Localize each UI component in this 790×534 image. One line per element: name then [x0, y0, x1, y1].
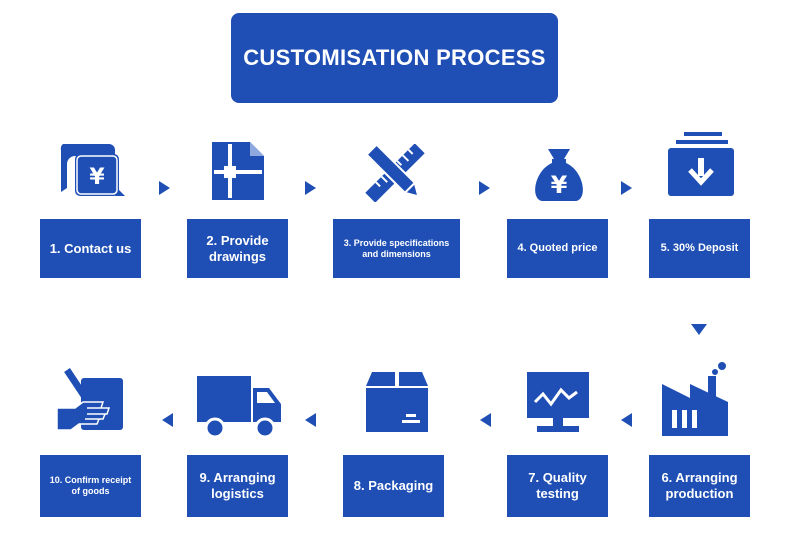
step-7-box: 7. Quality testing — [507, 455, 608, 517]
step-8-box: 8. Packaging — [343, 455, 444, 517]
flow-arrow — [479, 181, 490, 195]
step-9-box: 9. Arranging logistics — [187, 455, 288, 517]
step-4-box: 4. Quoted price — [507, 219, 608, 278]
drawing-document-icon — [212, 142, 264, 200]
step-5-box: 5. 30% Deposit — [649, 219, 750, 278]
step-3-box: 3. Provide specifications and dimensions — [333, 219, 460, 278]
step-label: 6. Arranging production — [661, 470, 738, 501]
step-1-box: 1. Contact us — [40, 219, 141, 278]
flow-arrow-down — [691, 324, 707, 335]
flow-arrow — [305, 413, 316, 427]
step-label: 2. Provide drawings — [206, 232, 269, 264]
step-label: 1. Contact us — [49, 240, 132, 256]
flow-arrow — [159, 181, 170, 195]
page-title: CUSTOMISATION PROCESS — [243, 45, 546, 70]
svg-text:¥: ¥ — [551, 171, 568, 199]
hand-receive-icon — [56, 368, 123, 431]
delivery-truck-icon — [197, 376, 281, 439]
step-label: 4. Quoted price — [517, 241, 598, 254]
step-6-box: 6. Arranging production — [649, 455, 750, 517]
flow-arrow — [480, 413, 491, 427]
package-box-icon — [366, 372, 428, 432]
flow-arrow — [305, 181, 316, 195]
svg-text:¥: ¥ — [89, 165, 105, 190]
monitor-chart-icon — [527, 372, 589, 432]
step-label: 8. Packaging — [353, 478, 434, 494]
step-2-box: 2. Provide drawings — [187, 219, 288, 278]
step-label: 5. 30% Deposit — [660, 241, 739, 254]
yen-documents-icon: ¥ — [60, 144, 125, 196]
step-label: 9. Arranging logistics — [199, 470, 276, 501]
title-banner: CUSTOMISATION PROCESS — [231, 13, 558, 103]
step-label: 7. Quality testing — [528, 470, 587, 501]
step-label: 10. Confirm receipt of goods — [49, 475, 132, 496]
flow-arrow — [621, 181, 632, 195]
money-bag-icon: ¥ — [535, 149, 583, 201]
deposit-tray-icon — [668, 132, 734, 196]
flow-arrow — [621, 413, 632, 427]
pencil-ruler-icon — [365, 144, 425, 202]
step-label: 3. Provide specifications and dimensions — [343, 237, 450, 259]
step-10-box: 10. Confirm receipt of goods — [40, 455, 141, 517]
factory-icon — [662, 362, 728, 436]
flow-arrow — [162, 413, 173, 427]
